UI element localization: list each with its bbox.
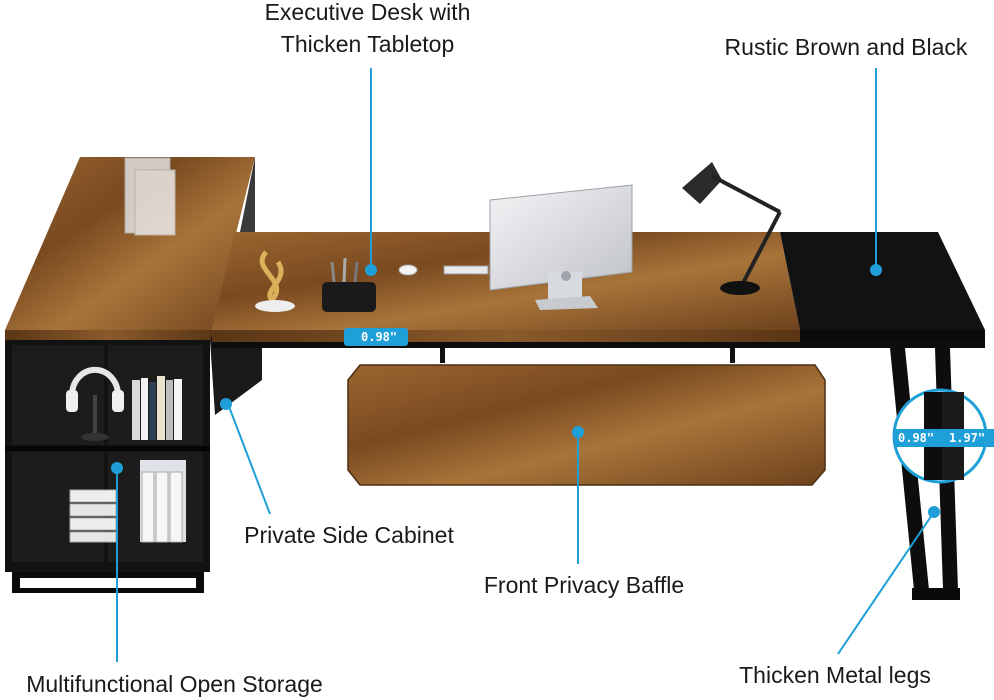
binders xyxy=(140,460,186,543)
thicken-metal-legs-label: Thicken Metal legs xyxy=(739,662,931,688)
gold-sculpture xyxy=(255,250,295,312)
tabletop-thickness-badge xyxy=(344,328,408,346)
pen-holder xyxy=(322,257,376,312)
books xyxy=(132,376,182,440)
private-side-cabinet-label: Private Side Cabinet xyxy=(244,522,454,548)
desk-trays xyxy=(69,489,117,543)
callout-lines xyxy=(116,68,935,662)
acrylic-file-holder xyxy=(124,157,176,236)
monitor-icon xyxy=(489,184,633,310)
headphones-icon xyxy=(66,366,124,441)
executive-desk-label-line1: Executive Desk with xyxy=(264,0,471,25)
leg-zoom-circle xyxy=(892,388,994,484)
tabletop-thickness-value: 0.98" xyxy=(361,330,398,344)
multifunctional-storage-label: Multifunctional Open Storage xyxy=(26,671,323,697)
keyboard xyxy=(443,265,489,275)
mouse xyxy=(398,264,418,276)
front-privacy-baffle-label: Front Privacy Baffle xyxy=(483,572,685,598)
rustic-color-label: Rustic Brown and Black xyxy=(724,34,968,60)
desk-lamp-icon xyxy=(682,162,782,295)
privacy-baffle xyxy=(347,364,826,486)
leg-thickness-value: 0.98" xyxy=(898,431,935,445)
executive-desk-label-line2: Thicken Tabletop xyxy=(280,31,455,57)
leg-width-value: 1.97" xyxy=(949,431,986,445)
callout-dots xyxy=(111,264,940,518)
